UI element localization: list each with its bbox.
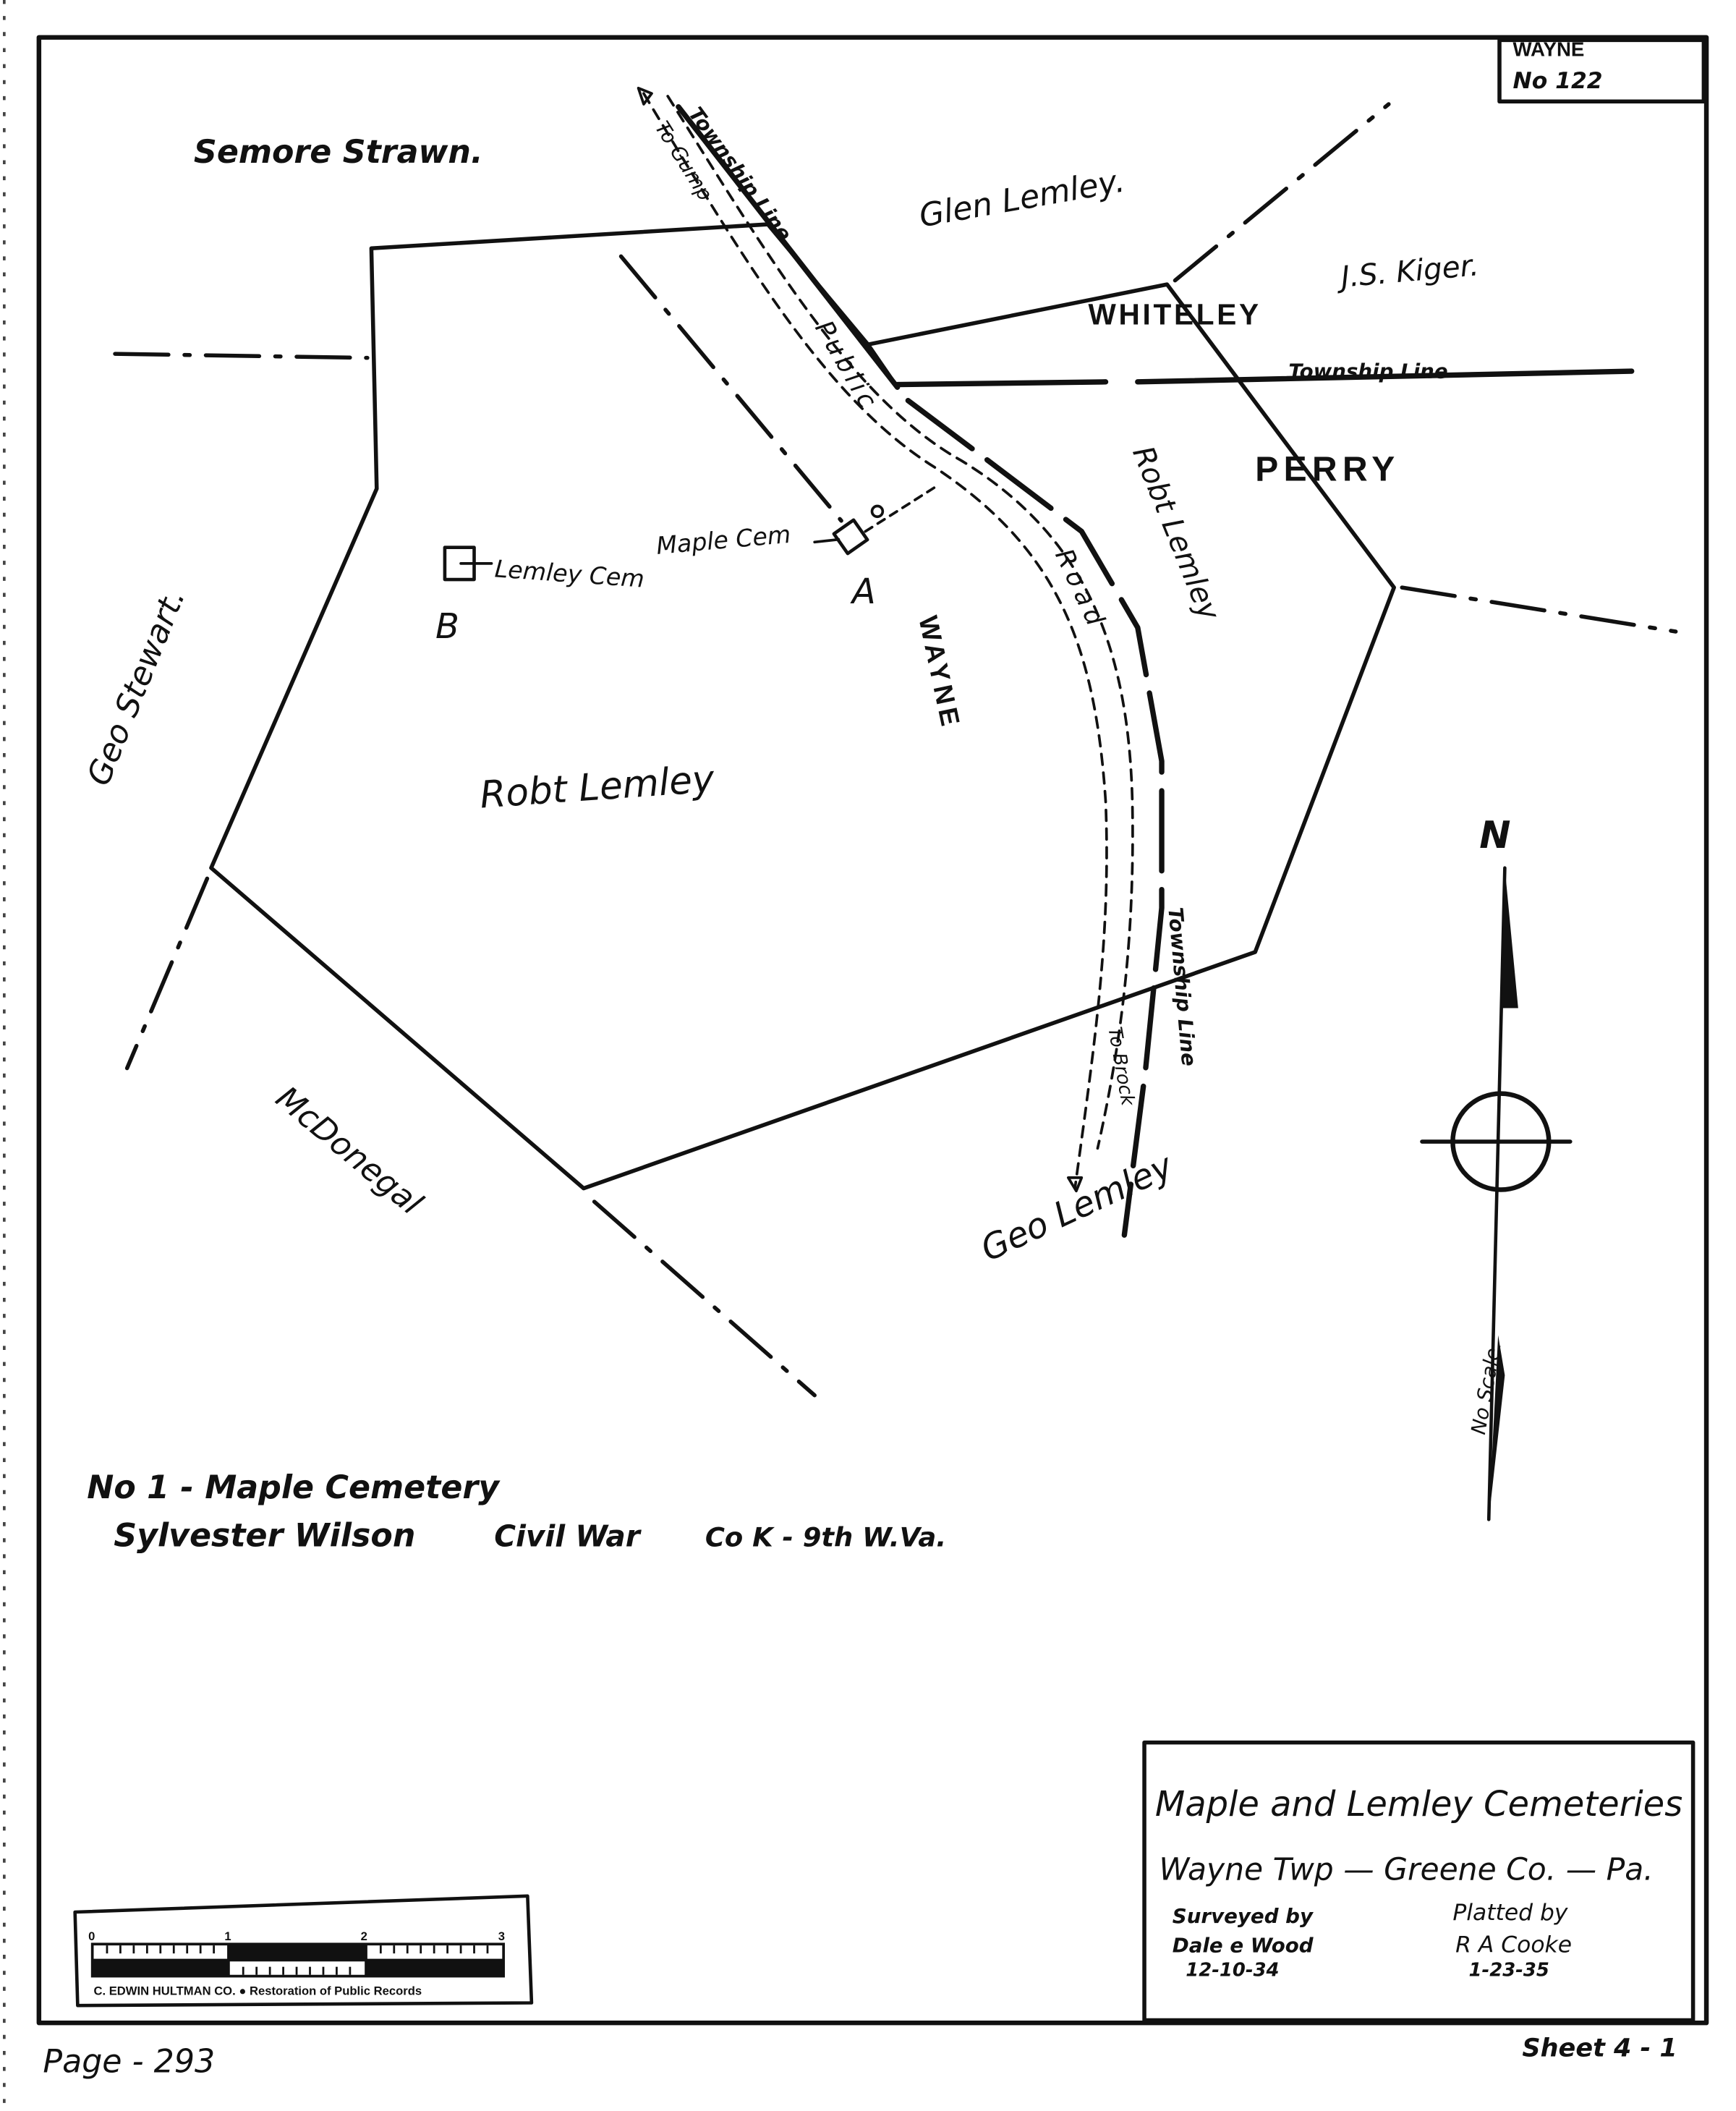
scale-tick-3: 3 [498, 1929, 505, 1943]
scale-tick-0: 0 [88, 1929, 95, 1943]
township-wayne: WAYNE [913, 613, 966, 733]
owner-robt-lemley: Robt Lemley [478, 757, 716, 817]
map-location: Wayne Twp — Greene Co. — Pa. [1159, 1853, 1653, 1888]
sheet-label-box: WAYNE No 122 [1497, 38, 1706, 104]
owner-semore-strawn: Semore Strawn. [194, 134, 483, 171]
lemley-cemetery-letter: B [435, 606, 459, 647]
maple-cemetery-label: Maple Cem [655, 520, 792, 560]
title-block: Maple and Lemley Cemeteries Wayne Twp — … [1142, 1740, 1695, 2023]
surveyed-date: 12-10-34 [1186, 1960, 1279, 1982]
maple-cem-access [864, 485, 937, 533]
label-township-line-e: Township Line [1288, 359, 1447, 383]
platted-by-name: R A Cooke [1455, 1932, 1572, 1958]
map-title: Maple and Lemley Cemeteries [1155, 1784, 1682, 1825]
north-arrow-icon: N No Scale. [1420, 814, 1573, 1521]
township-line [676, 103, 1635, 1238]
label-public: Public [809, 315, 884, 417]
lemley-cemetery[interactable]: Lemley Cem B [435, 545, 645, 647]
note-war: Civil War [494, 1519, 642, 1553]
property-lines [113, 102, 1678, 1398]
platted-by-label: Platted by [1452, 1900, 1568, 1926]
label-road: Road [1049, 544, 1112, 634]
maple-cemetery-marker [832, 518, 869, 556]
surveyed-by-name: Dale e Wood [1173, 1933, 1314, 1957]
township-whiteley: WHITELEY [1089, 297, 1261, 331]
owner-geo-stewart: Geo Stewart. [80, 584, 192, 791]
owner-glen-lemley: Glen Lemley. [916, 162, 1128, 234]
platted-date: 1-23-35 [1469, 1960, 1549, 1982]
lemley-cemetery-label: Lemley Cem [494, 554, 645, 592]
township-perry: PERRY [1255, 450, 1400, 488]
scale-tick-1: 1 [224, 1929, 231, 1943]
sheet-number-footer: Sheet 4 - 1 [1522, 2033, 1677, 2063]
maple-cemetery[interactable]: Maple Cem A [655, 504, 885, 613]
sheet-township: WAYNE [1512, 38, 1584, 61]
scale-bar: 0 1 2 3 C. EDWIN HULTMAN CO. ● Restorati… [73, 1894, 534, 2008]
scale-tick-2: 2 [361, 1929, 367, 1943]
note-name: Sylvester Wilson [114, 1517, 415, 1554]
scale-credit: C. EDWIN HULTMAN CO. ● Restoration of Pu… [94, 1984, 422, 1997]
page-number: Page - 293 [43, 2043, 215, 2080]
note-unit: Co K - 9th W.Va. [705, 1521, 947, 1553]
maple-cemetery-letter: A [850, 572, 876, 612]
note-line-1: No 1 - Maple Cemetery [87, 1469, 501, 1506]
north-label: N [1479, 814, 1510, 857]
owner-js-kiger: J.S. Kiger. [1335, 247, 1480, 294]
owner-mcdonegal: McDonegal [269, 1079, 430, 1223]
notes: No 1 - Maple Cemetery Sylvester Wilson C… [87, 1469, 946, 1554]
robt-lemley-parcel-boundary [209, 222, 1396, 1191]
label-township-line-s: Township Line [1163, 906, 1201, 1067]
surveyed-by-label: Surveyed by [1173, 1904, 1314, 1928]
public-road [637, 86, 1134, 1193]
owner-robt-lemley-east: Robt Lemley [1126, 441, 1227, 626]
sheet-number: No 122 [1512, 68, 1602, 94]
map-border [36, 35, 1709, 2026]
